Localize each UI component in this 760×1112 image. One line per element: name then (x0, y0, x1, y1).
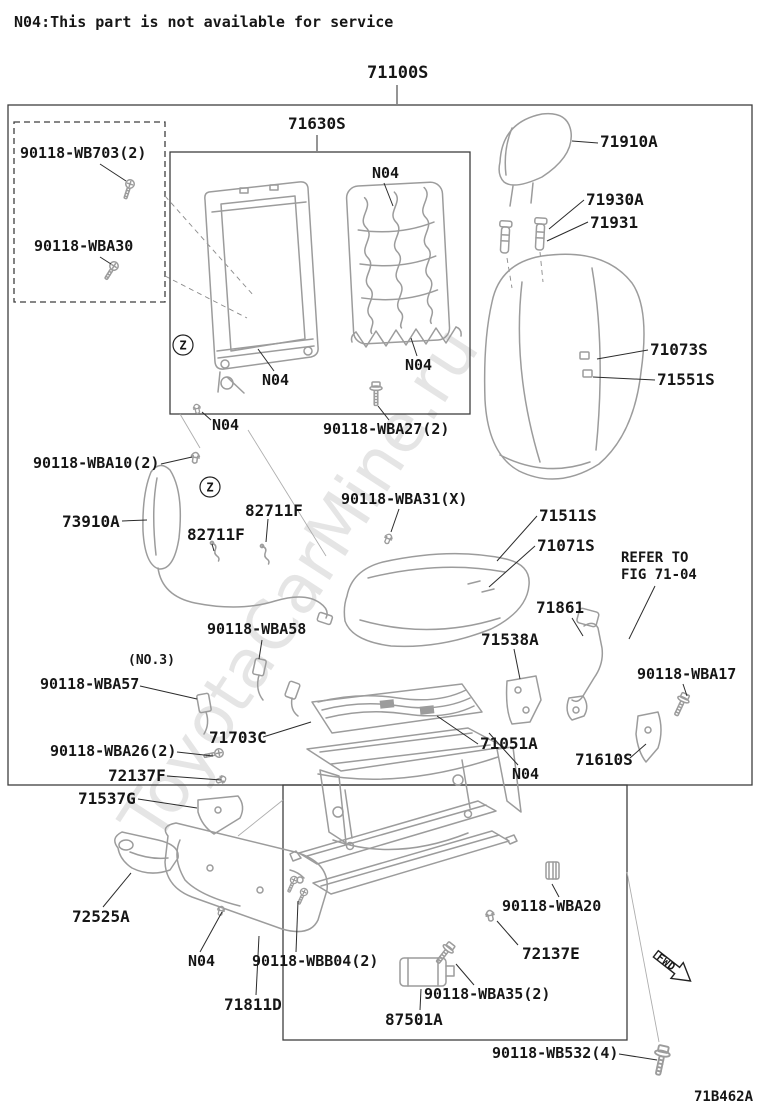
part-label-72137f: 72137F (108, 766, 166, 785)
part-label-71910a: 71910A (600, 132, 658, 151)
part-label-71930a: 71930A (586, 190, 644, 209)
part-label-71051a: 71051A (480, 734, 538, 753)
svg-text:Z: Z (179, 339, 186, 353)
part-label-90118-wba30: 90118-WBA30 (34, 237, 134, 255)
part-label-73910a: 73910A (62, 512, 120, 531)
lumbar-wire-drawing (350, 326, 462, 348)
part-label-90118-wba10: 90118-WBA10(2) (33, 454, 160, 472)
part-label-90118-wba26: 90118-WBA26(2) (50, 742, 177, 760)
harness-connectors-drawing (196, 657, 301, 735)
part-label-82711f-1: 82711F (245, 501, 303, 520)
recline-lever-drawing (114, 831, 179, 874)
part-label-90118-wb532: 90118-WB532(4) (492, 1044, 619, 1062)
diagram-code: 71B462A (694, 1089, 754, 1105)
seat-track-drawing (289, 727, 522, 895)
part-label-82711f-2: 82711F (187, 525, 245, 544)
riser-bracket-drawing (505, 675, 662, 763)
zone-marker-z: Z (199, 476, 221, 498)
hook-clips-drawing (209, 540, 270, 565)
part-label-n04-shield: N04 (188, 952, 216, 970)
part-label-71071s: 71071S (537, 536, 595, 555)
part-label-90118-wbb04: 90118-WBB04(2) (252, 952, 379, 970)
part-label-n04-frame: N04 (262, 371, 290, 389)
part-label-n04-springmat-bottom: N04 (405, 356, 433, 374)
part-label-90118-wba31: 90118-WBA31(X) (341, 490, 468, 508)
part-label-71703c: 71703C (209, 728, 267, 747)
part-label-71511s: 71511S (539, 506, 597, 525)
service-note: N04:This part is not available for servi… (14, 13, 394, 31)
part-label-71537g: 71537G (78, 789, 136, 808)
svg-text:Z: Z (206, 481, 213, 495)
seat-cushion-drawing (343, 552, 530, 648)
part-label-90118-wba17: 90118-WBA17 (637, 665, 737, 683)
part-label-71538a: 71538A (481, 630, 539, 649)
part-label-72137e: 72137E (522, 944, 580, 963)
part-label-71811d: 71811D (224, 995, 282, 1014)
fasteners-drawing (101, 177, 693, 1078)
part-label-90118-wba57: 90118-WBA57 (40, 675, 140, 693)
seatback-frame-drawing (204, 181, 319, 394)
part-label-71931: 71931 (590, 213, 639, 232)
construction-lines (164, 195, 660, 1043)
zone-marker-z: Z (172, 334, 194, 356)
part-label-90118-wba20: 90118-WBA20 (502, 897, 602, 915)
part-label-n04-springmat-top: N04 (372, 164, 400, 182)
cushion-shield-drawing (164, 822, 328, 933)
side-pad-drawing (142, 464, 334, 626)
part-label-71073s: 71073S (650, 340, 708, 359)
wba20-clip (545, 861, 560, 880)
seatback-cover-drawing (483, 253, 645, 480)
part-label-90118-wba35: 90118-WBA35(2) (424, 985, 551, 1003)
fwd-direction-arrow: FWD (652, 949, 692, 982)
leader-lines (99, 85, 688, 1061)
part-label-87501a: 87501A (385, 1010, 443, 1029)
headrest-supports-drawing (497, 216, 548, 255)
cushion-spring-drawing (311, 683, 483, 734)
small-brackets-drawing (197, 795, 244, 835)
belt-buckle-drawing (566, 607, 604, 721)
refer-note-line2: FIG 71-04 (621, 567, 697, 583)
part-label-72525a: 72525A (72, 907, 130, 926)
headrest-drawing (498, 112, 572, 207)
part-label-n04-track: N04 (512, 765, 540, 783)
part-label-n04-clip: N04 (212, 416, 240, 434)
part-label-71551s: 71551S (657, 370, 715, 389)
part-label-90118-wb703: 90118-WB703(2) (20, 144, 147, 162)
part-label-71100s: 71100S (367, 63, 429, 83)
part-label-71861: 71861 (536, 598, 585, 617)
part-label-71610s: 71610S (575, 750, 633, 769)
seatback-spring-drawing (345, 181, 451, 345)
part-label-90118-wba27: 90118-WBA27(2) (323, 420, 450, 438)
part-label-90118-wba58: 90118-WBA58 (207, 620, 307, 638)
section-boxes (7, 104, 753, 1041)
refer-note-line1: REFER TO (621, 550, 689, 566)
part-label-71630s: 71630S (288, 114, 346, 133)
part-label-no3: (NO.3) (128, 653, 175, 668)
motor-unit-drawing (399, 957, 455, 987)
